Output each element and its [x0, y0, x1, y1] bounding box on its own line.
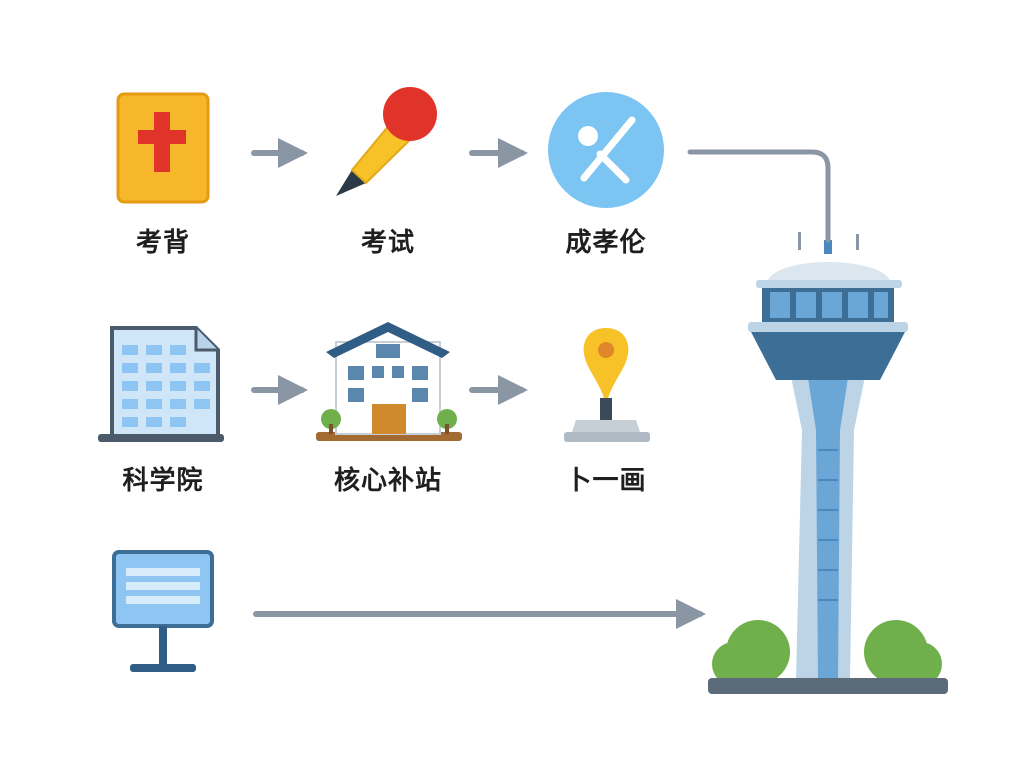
building-document-icon — [98, 326, 224, 442]
node-label-kexueyuan: 科学院 — [122, 466, 204, 496]
map-pin-icon — [564, 328, 650, 442]
edge-n3-tower — [687, 149, 831, 243]
control-tower-icon — [708, 232, 948, 694]
monitor-icon — [112, 550, 214, 672]
node-label-hexinbuzhan: 核心补站 — [333, 466, 442, 496]
red-cross-card-icon — [116, 92, 210, 204]
crossed-tools-icon — [548, 92, 664, 208]
node-label-chengxiaolun: 成孝伦 — [565, 228, 647, 258]
edges — [251, 138, 831, 629]
node-label-buyihua: 卜一画 — [565, 466, 647, 496]
node-label-kaobei: 考背 — [135, 228, 190, 258]
node-label-kaoshi: 考试 — [360, 228, 415, 258]
house-icon — [316, 322, 462, 441]
pencil-icon — [336, 87, 437, 196]
